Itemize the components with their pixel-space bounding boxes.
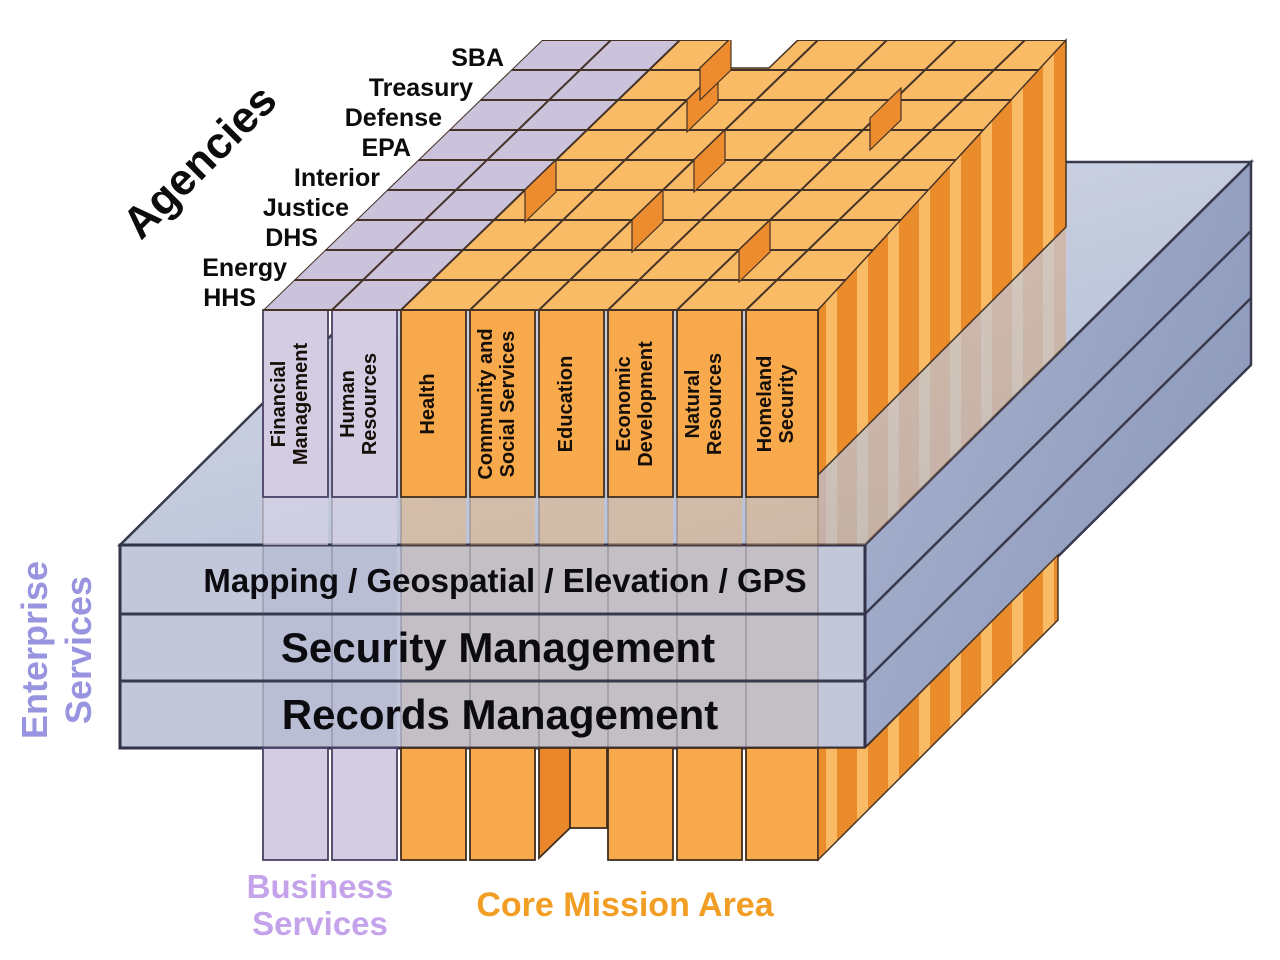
column-human-resources bbox=[331, 309, 398, 498]
layer-label-security-management: Security Management bbox=[281, 624, 715, 671]
label-homeland-line1: Homeland bbox=[754, 356, 776, 453]
layer-label-mapping-geospatial: Mapping / Geospatial / Elevation / GPS bbox=[203, 562, 806, 599]
column-natural-resources bbox=[676, 309, 743, 498]
label-economic-line2: Development bbox=[635, 341, 657, 467]
label-natural-line2: Resources bbox=[704, 353, 726, 455]
column-economic-development bbox=[607, 309, 674, 498]
label-homeland-line2: Security bbox=[776, 364, 798, 444]
label-financial-line1: Financial bbox=[268, 361, 290, 448]
label-human-line1: Human bbox=[337, 370, 359, 438]
label-health: Health bbox=[417, 373, 439, 434]
label-financial-line2: Management bbox=[290, 343, 312, 466]
columns-below-slab bbox=[262, 553, 1059, 862]
recessed-column-side-face bbox=[538, 747, 571, 861]
agency-label-hhs: HHS bbox=[203, 284, 256, 312]
core-mission-area-title: Core Mission Area bbox=[476, 886, 774, 924]
business-services-title-line1: Business bbox=[247, 868, 394, 905]
agency-label-sba: SBA bbox=[451, 44, 504, 72]
agency-label-epa: EPA bbox=[361, 134, 411, 162]
label-economic-line1: Economic bbox=[613, 356, 635, 452]
label-community-line1: Community and bbox=[475, 328, 497, 479]
label-human-line2: Resources bbox=[359, 353, 381, 455]
label-education: Education bbox=[555, 356, 577, 453]
agency-label-defense: Defense bbox=[345, 104, 442, 132]
business-services-title-line2: Services bbox=[252, 905, 388, 942]
agencies-axis-title: Agencies bbox=[113, 75, 286, 248]
translucent-column-wash bbox=[262, 227, 1066, 545]
layer-label-records-management: Records Management bbox=[282, 691, 718, 738]
agency-label-interior: Interior bbox=[294, 164, 380, 192]
label-natural-line1: Natural bbox=[682, 370, 704, 439]
enterprise-services-title-line2: Services bbox=[58, 576, 99, 724]
agency-label-treasury: Treasury bbox=[369, 74, 473, 102]
column-health bbox=[400, 309, 467, 498]
enterprise-services-title-line1: Enterprise bbox=[14, 561, 55, 739]
column-financial-management bbox=[262, 309, 329, 498]
agency-label-justice: Justice bbox=[263, 194, 349, 222]
column-front-faces bbox=[262, 309, 819, 498]
column-homeland-security bbox=[745, 309, 819, 498]
recessed-education-column-bottom bbox=[569, 747, 608, 829]
agency-row-labels: HHS Energy DHS Justice Interior EPA Defe… bbox=[202, 44, 504, 312]
agency-label-energy: Energy bbox=[202, 254, 287, 282]
matrix-block: Financial Management Human Resources Hea… bbox=[262, 38, 1067, 498]
label-community-line2: Social Services bbox=[497, 331, 519, 478]
column-community-social-services bbox=[469, 309, 536, 498]
agency-label-dhs: DHS bbox=[265, 224, 318, 252]
column-labels: Financial Management Human Resources Hea… bbox=[268, 328, 798, 479]
below-slab-right-side-stripes bbox=[817, 553, 1059, 862]
